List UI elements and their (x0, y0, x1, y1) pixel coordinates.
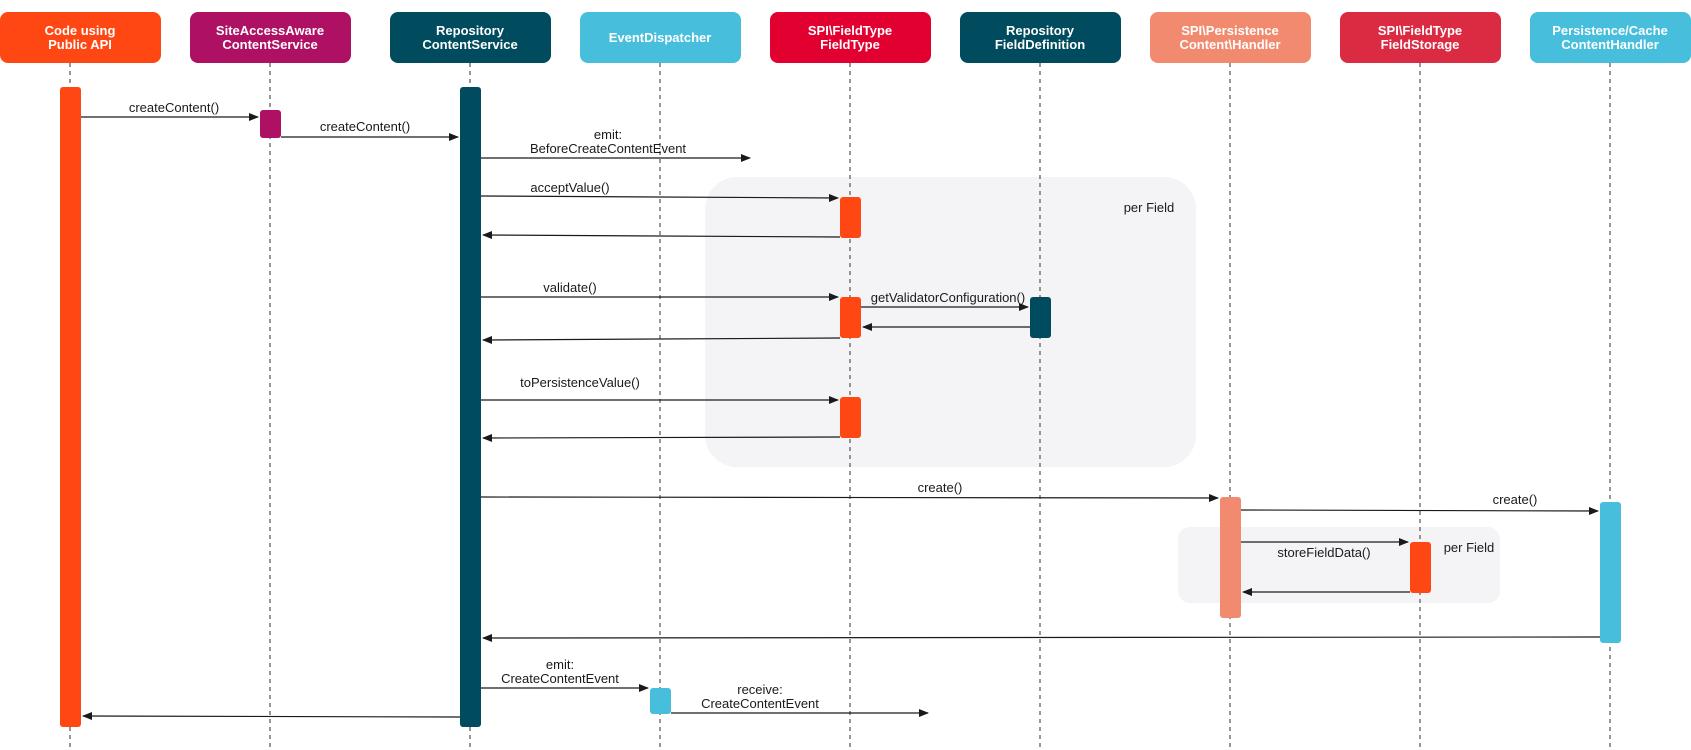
per-field-label-2: per Field (1444, 540, 1495, 555)
message-label-m14: storeFieldData() (1277, 545, 1370, 560)
message-arrow-m19 (82, 712, 461, 721)
participant-fieldtype: SPI\FieldType FieldType (770, 12, 931, 63)
activation-repo (460, 87, 481, 727)
message-label-m3-line1: emit: (594, 127, 622, 142)
participant-code: Code using Public API (0, 12, 161, 63)
message-label-m2: createContent() (320, 119, 410, 134)
participant-fielddef-line1: Repository (1006, 23, 1075, 38)
participant-persistence: SPI\Persistence Content\Handler (1150, 12, 1311, 63)
activation-dispatcher (650, 688, 671, 714)
participant-repo-line1: Repository (436, 23, 505, 38)
participant-fieldstorage-line2: FieldStorage (1381, 37, 1460, 52)
participant-fieldstorage: SPI\FieldType FieldStorage (1340, 12, 1501, 63)
message-arrow-m5 (482, 231, 841, 240)
participant-fieldstorage-line1: SPI\FieldType (1378, 23, 1462, 38)
message-label-m12: create() (918, 480, 963, 495)
message-label-m18-line2: CreateContentEvent (701, 696, 819, 711)
participant-persistence-box (1150, 12, 1311, 63)
participant-fielddef-box (960, 12, 1121, 63)
message-label-m17-line1: emit: (546, 657, 574, 672)
per-field-region-1 (705, 177, 1196, 467)
participant-persistence-line1: SPI\Persistence (1181, 23, 1279, 38)
participant-dispatcher-line1: EventDispatcher (609, 30, 712, 45)
participant-fieldstorage-box (1340, 12, 1501, 63)
message-label-m7: getValidatorConfiguration() (871, 290, 1025, 305)
activation-fieldtype-topersist (840, 397, 861, 438)
activation-fieldstorage (1410, 542, 1431, 593)
message-label-m13: create() (1493, 492, 1538, 507)
participant-repo-line2: ContentService (422, 37, 517, 52)
per-field-label-1: per Field (1124, 200, 1175, 215)
participant-fieldtype-line2: FieldType (820, 37, 880, 52)
participant-repo: Repository ContentService (390, 12, 551, 63)
participant-headers: Code using Public API SiteAccessAware Co… (0, 12, 1691, 63)
participant-dispatcher: EventDispatcher (580, 12, 741, 63)
participant-repo-box (390, 12, 551, 63)
participant-code-box (0, 12, 161, 63)
message-label-m10: toPersistenceValue() (520, 375, 640, 390)
participant-fieldtype-box (770, 12, 931, 63)
participant-siteaccess: SiteAccessAware ContentService (190, 12, 351, 63)
participant-persistence-line2: Content\Handler (1179, 37, 1280, 52)
participant-siteaccess-line1: SiteAccessAware (216, 23, 324, 38)
message-arrow-m11 (482, 433, 841, 442)
activation-code (60, 87, 81, 727)
message-label-m3-line2: BeforeCreateContentEvent (530, 141, 686, 156)
activation-fielddef (1030, 297, 1051, 338)
participant-cache: Persistence/Cache ContentHandler (1530, 12, 1691, 63)
activation-fieldtype-accept (840, 197, 861, 238)
message-arrow-m9 (482, 335, 841, 344)
message-arrow-m16 (482, 633, 1601, 642)
activation-persistence (1220, 497, 1241, 618)
participant-cache-box (1530, 12, 1691, 63)
activation-bars (60, 87, 1621, 727)
message-label-m1: createContent() (129, 100, 219, 115)
participant-dispatcher-box (580, 12, 741, 63)
participant-fielddef-line2: FieldDefinition (995, 37, 1085, 52)
message-arrow-m4 (480, 193, 839, 202)
participant-fielddef: Repository FieldDefinition (960, 12, 1121, 63)
message-labels: createContent() createContent() emit: Be… (129, 100, 1538, 711)
message-label-m6: validate() (543, 280, 596, 295)
participant-code-line2: Public API (48, 37, 112, 52)
participant-siteaccess-line2: ContentService (222, 37, 317, 52)
participant-cache-line1: Persistence/Cache (1552, 23, 1668, 38)
messages (81, 113, 1601, 721)
activation-siteaccess (260, 110, 281, 138)
activation-fieldtype-validate (840, 297, 861, 338)
message-label-m4: acceptValue() (530, 180, 609, 195)
participant-fieldtype-line1: SPI\FieldType (808, 23, 892, 38)
message-arrow-m13 (1240, 506, 1599, 515)
participant-code-line1: Code using (45, 23, 116, 38)
activation-cache (1600, 502, 1621, 643)
participant-cache-line2: ContentHandler (1561, 37, 1659, 52)
message-label-m18-line1: receive: (737, 682, 783, 697)
message-label-m17-line2: CreateContentEvent (501, 671, 619, 686)
message-arrow-m12 (480, 493, 1219, 502)
participant-siteaccess-box (190, 12, 351, 63)
